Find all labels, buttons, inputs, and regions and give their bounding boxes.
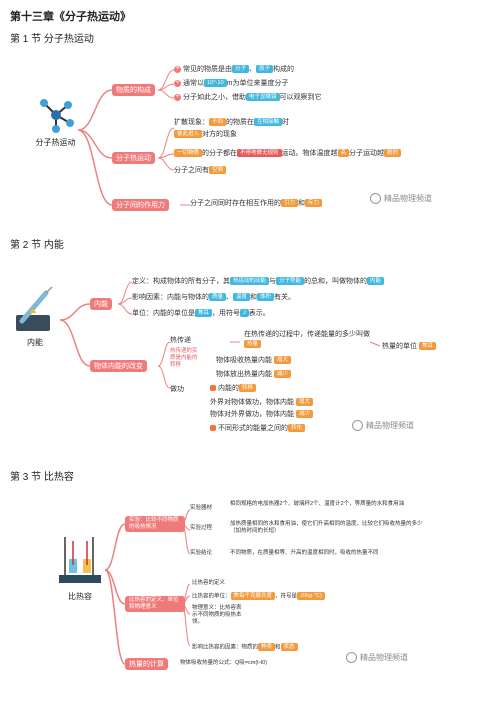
s2-root: 内能 <box>10 285 60 348</box>
s3-def: 比热容的定义 <box>192 580 226 586</box>
s3-factors: 影响比热容的因素：物质的种类和状态 <box>192 643 298 651</box>
s1-branch-motion: 分子热运动 <box>112 152 155 164</box>
channel-icon <box>352 420 363 432</box>
s3-exp-text-1: 相同规格的电加热器2个、玻璃杯2个、温度计2个，等质量的水和食用油 <box>230 501 405 507</box>
s2-heat-transfer: 热传递 <box>170 337 191 344</box>
s3-exp-label-2: 实验过程 <box>190 525 213 531</box>
s2-factors: 影响因素：内能与物体的质量、温度和体积有关。 <box>132 293 296 302</box>
s3-meaning: 物理意义：比热容表示不同物质的吸热本领。 <box>192 605 242 625</box>
s1-diffusion: 扩散现象：不同的物质在互相接触时 <box>174 118 290 127</box>
chapter-title: 第十三章《分子热运动》 <box>10 11 131 23</box>
s1-item-3: +分子如此之小，借助电子显微镜可以观察到它 <box>174 93 322 102</box>
s1-root-label: 分子热运动 <box>35 138 76 147</box>
s3-exp-text-2: 加热质量相同的水和食用油，使它们升高相同的温度，比较它们吸收热量的多少（加热时间… <box>230 521 423 534</box>
s2-convert: 不同形式的能量之间的转化 <box>210 424 306 434</box>
s2-branch-change: 物体内能的改变 <box>90 360 147 372</box>
s3-exp-text-3: 不同物质，在质量相等、升高的温度相同时，吸收的热量不同 <box>230 550 379 556</box>
channel-icon <box>346 652 357 664</box>
s1-gaps: 分子之间有空隙 <box>174 166 227 176</box>
s1-branch-structure: 物质的构成 <box>112 84 155 96</box>
s3-branch-calc: 热量的计算 <box>125 658 168 670</box>
s2-transfer: 内能的转移 <box>210 384 257 394</box>
s2-watermark: 精品物理频道 <box>352 420 414 432</box>
s2-heat-note: 热传递的实质是内能的转移 <box>170 348 198 368</box>
section-3-title: 第 3 节 比热容 <box>10 472 74 483</box>
s3-root: 比热容 <box>55 535 105 602</box>
s3-formula: 物体吸收热量的公式：Q吸=cm(t-t0) <box>180 660 267 666</box>
s1-branch-force: 分子间的作用力 <box>112 199 169 211</box>
s1-diffusion-2: 彼此进入对方的现象 <box>174 130 237 140</box>
plus-icon: + <box>174 65 181 73</box>
channel-icon <box>370 193 381 205</box>
s1-watermark: 精品物理频道 <box>370 193 432 205</box>
s2-branch-internal-energy: 内能 <box>90 298 112 310</box>
s3-exp-label-3: 实验结论 <box>190 550 213 556</box>
plus-icon: + <box>174 79 181 87</box>
s2-root-label: 内能 <box>27 338 43 347</box>
section-1-title: 第 1 节 分子热运动 <box>10 34 94 45</box>
test-tube-heating-icon <box>16 286 53 331</box>
s2-work-on: 外界对物体做功，物体内能 增大 <box>210 398 313 408</box>
s1-root: 分子热运动 <box>28 95 83 148</box>
s3-exp-label-1: 实验器材 <box>190 505 213 511</box>
bullet-icon <box>210 425 216 432</box>
section-2-title: 第 2 节 内能 <box>10 240 64 251</box>
s1-motion-temp: 一切物质的分子都在不停地做无规则运动。物体温度越高分子运动越剧烈 <box>174 149 402 159</box>
s2-absorb: 物体吸收热量内能 增大 <box>216 356 291 366</box>
s2-definition: 定义：构成物体的所有分子，其热运动的动能与分子势能的总和，叫做物体的内能 <box>132 277 385 287</box>
s3-branch-experiment: 实验：比较不同物质的吸热情况 <box>125 516 185 532</box>
s3-root-label: 比热容 <box>68 592 92 601</box>
s2-release: 物体放出热量内能 减少 <box>216 370 291 380</box>
heating-apparatus-icon <box>59 537 101 583</box>
s2-heat-def: 在热传递的过程中，传递能量的多少叫做热量 <box>244 331 370 349</box>
s2-work-by: 物体对外界做功，物体内能 减少 <box>210 410 313 420</box>
s2-work: 做功 <box>170 386 184 393</box>
s1-item-1: +常见的物质是由分子、原子构成的 <box>174 65 295 74</box>
s3-watermark: 精品物理频道 <box>346 652 408 664</box>
s2-heat-unit: 热量的单位 焦耳 <box>382 342 436 352</box>
s3-branch-definition: 比热容的定义、单位和物理意义 <box>125 596 185 612</box>
plus-icon: + <box>174 93 181 101</box>
bullet-icon <box>210 385 216 392</box>
s1-force-item: 分子之间同时存在相互作用的引力和斥力 <box>190 199 323 209</box>
molecule-icon <box>39 99 74 133</box>
